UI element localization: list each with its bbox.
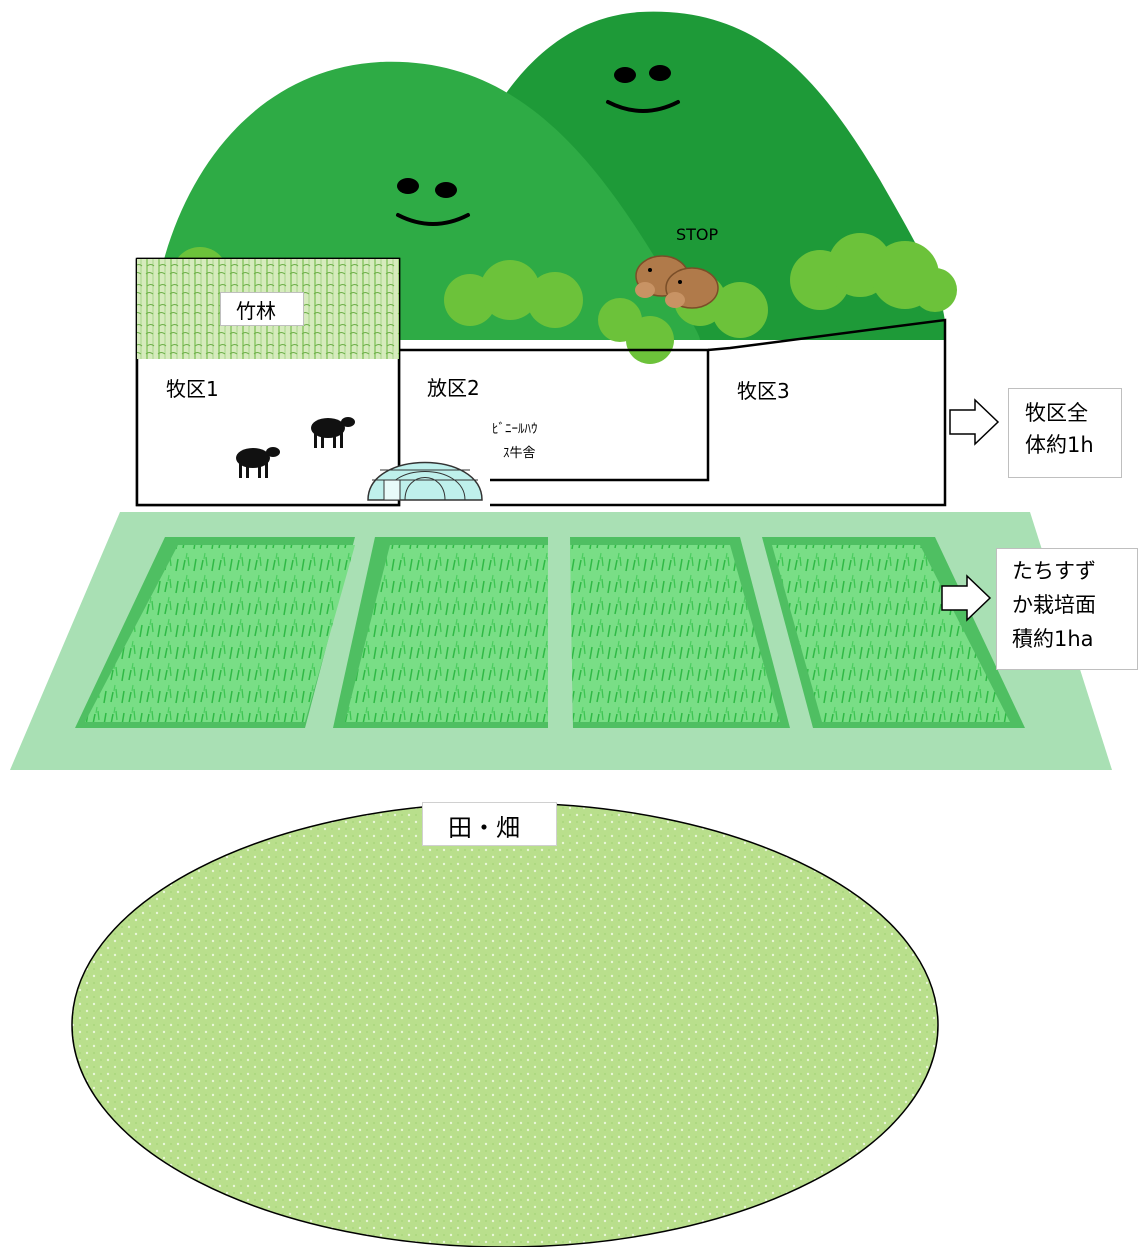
cow-2: [311, 417, 355, 448]
mountain-back-face: [606, 65, 680, 113]
pasture1-label: 牧区1: [166, 377, 219, 401]
pasture2-label: 放区2: [427, 376, 480, 400]
greenhouse-label-line2: ｽ牛舎: [503, 446, 536, 461]
field-label-box: [422, 802, 557, 846]
paddy-field-ellipse: [71, 802, 939, 1247]
tachisuzuka-arrow-icon: [941, 574, 992, 622]
pasture-arrow-icon: [949, 398, 1000, 446]
pasture-total-box: [1008, 388, 1122, 478]
stop-label: STOP: [676, 225, 719, 244]
pasture3-label: 牧区3: [737, 379, 790, 403]
greenhouse-label-line1: ﾋﾞﾆｰﾙﾊｳ: [492, 422, 538, 437]
tachisuzuka-line1: たちすず: [1012, 559, 1096, 583]
greenhouse: [367, 461, 483, 501]
field-label: 田・畑: [448, 814, 520, 842]
tachisuzuka-line2: か栽培面: [1012, 593, 1096, 617]
cow-1: [236, 447, 280, 478]
boar-2: [665, 267, 719, 309]
mountain-front-face: [396, 178, 470, 226]
pasture-total-line2: 体約1h: [1025, 433, 1094, 457]
tachisuzuka-field: [10, 512, 1112, 770]
pasture-total-line1: 牧区全: [1025, 401, 1088, 425]
tachisuzuka-box: [996, 548, 1138, 670]
tachisuzuka-line3: 積約1ha: [1012, 627, 1094, 651]
bamboo-label-box: [220, 292, 304, 326]
bamboo-label: 竹林: [236, 299, 276, 323]
pasture1-fill: [137, 359, 399, 505]
